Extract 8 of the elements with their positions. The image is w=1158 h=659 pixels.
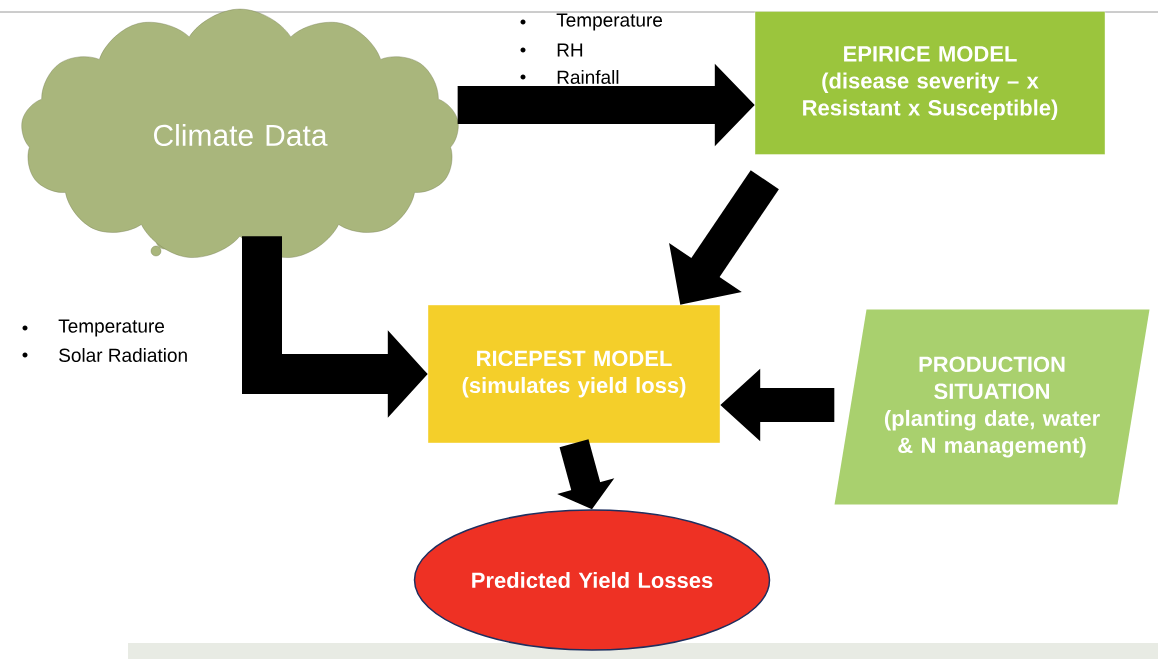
bullet-text: Rainfall: [557, 70, 619, 84]
model-box: RICEPEST MODEL (simulates yield loss): [427, 304, 721, 444]
bullet-text: Solar Radiation: [59, 348, 187, 362]
bullet-text: Temperature: [556, 13, 663, 31]
input-parallelogram: PRODUCTION SITUATION (planting date, water & N management): [834, 309, 1150, 505]
bullet-text: Temperature: [58, 319, 165, 337]
bullet-text: RH: [557, 43, 583, 57]
model-box: EPIRICE MODEL (disease severity – x Resistant x Susceptible): [754, 11, 1106, 155]
